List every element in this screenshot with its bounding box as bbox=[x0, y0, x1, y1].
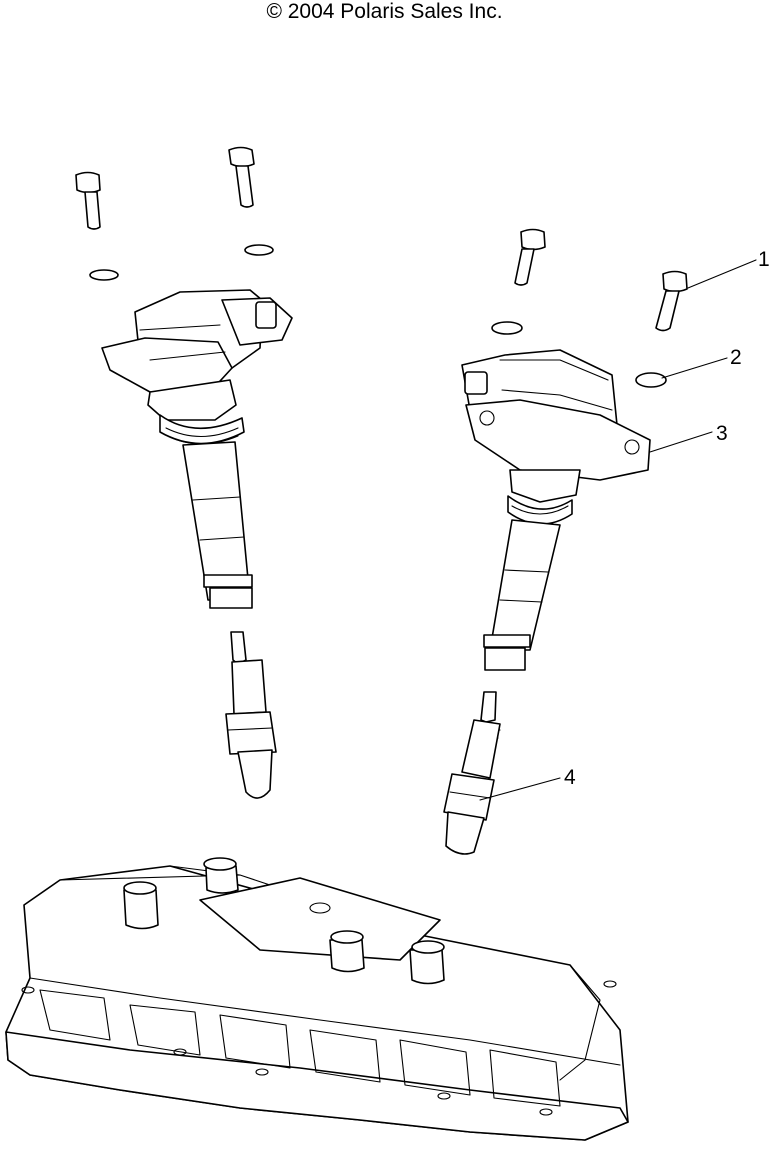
bolt-left-a[interactable] bbox=[75, 171, 101, 230]
washer-right-a[interactable] bbox=[491, 321, 523, 335]
callout-4: 4 bbox=[479, 766, 576, 801]
callout-label-1: 1 bbox=[758, 248, 769, 271]
callout-2: 2 bbox=[661, 346, 742, 379]
bolt-right-a[interactable] bbox=[514, 228, 546, 286]
spark-plug-right[interactable] bbox=[443, 691, 501, 855]
callout-label-2: 2 bbox=[730, 346, 742, 369]
callout-label-3: 3 bbox=[716, 422, 728, 445]
valve-cover[interactable] bbox=[5, 857, 629, 1141]
bolt-left-b[interactable] bbox=[228, 146, 255, 208]
copyright-notice: © 2004 Polaris Sales Inc. bbox=[266, 0, 503, 23]
ignition-coil-left[interactable] bbox=[101, 289, 293, 609]
callout-label-4: 4 bbox=[564, 766, 576, 789]
washer-left-a[interactable] bbox=[89, 269, 119, 281]
callout-3: 3 bbox=[649, 422, 728, 453]
callout-1: 1 bbox=[687, 248, 769, 289]
ignition-coil-right[interactable] bbox=[461, 349, 651, 671]
washer-left-b[interactable] bbox=[244, 244, 274, 256]
spark-plug-left[interactable] bbox=[225, 631, 277, 799]
washer-right-b[interactable] bbox=[635, 372, 667, 388]
bolt-right-b[interactable] bbox=[655, 270, 688, 332]
